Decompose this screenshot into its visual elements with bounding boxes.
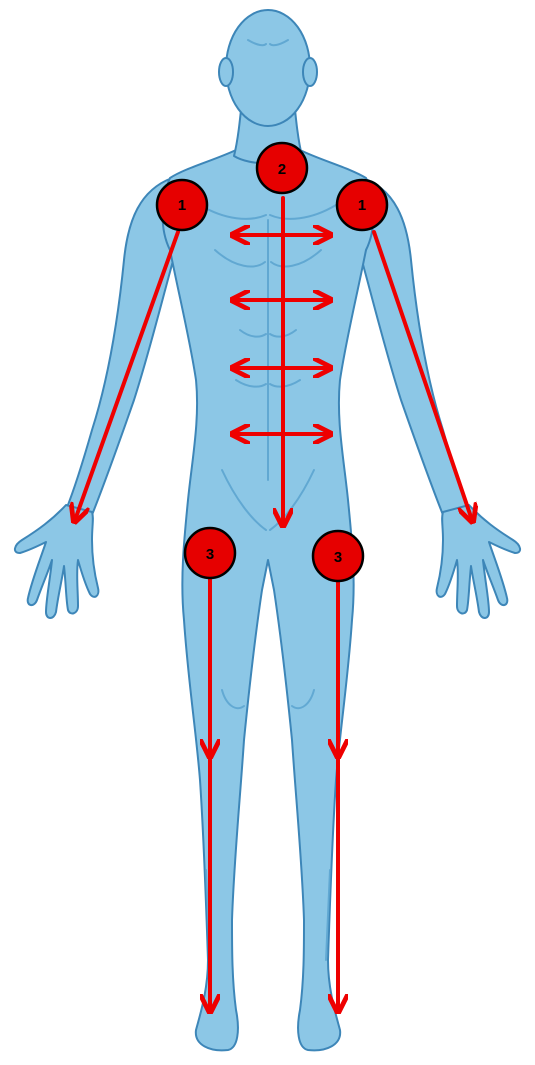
- marker-sternum: 2: [257, 143, 307, 193]
- marker-label: 1: [178, 197, 186, 214]
- right-ear: [303, 58, 317, 86]
- marker-label: 1: [358, 197, 366, 214]
- marker-right-shoulder: 1: [337, 180, 387, 230]
- marker-right-hip: 3: [313, 531, 363, 581]
- marker-label: 2: [278, 161, 286, 178]
- marker-left-shoulder: 1: [157, 180, 207, 230]
- right-arm-arrow: [374, 232, 472, 520]
- marker-label: 3: [206, 546, 214, 563]
- right-hand: [437, 505, 520, 618]
- left-ear: [219, 58, 233, 86]
- head: [226, 10, 310, 126]
- left-hand: [15, 505, 98, 618]
- marker-label: 3: [334, 549, 342, 566]
- marker-left-hip: 3: [185, 528, 235, 578]
- left-arm: [66, 178, 176, 520]
